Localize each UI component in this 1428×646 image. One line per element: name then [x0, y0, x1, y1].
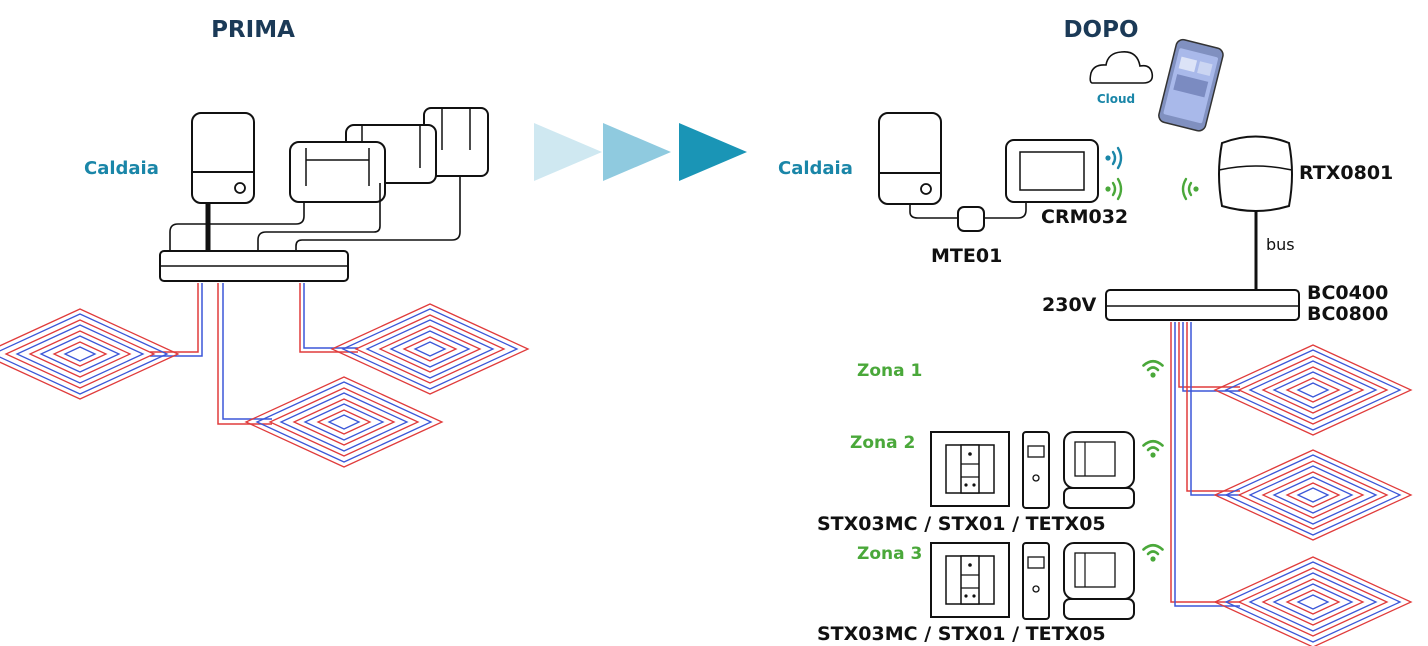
floor-heating-coil-icon [0, 308, 179, 400]
floor-heating-coil-icon [245, 376, 443, 468]
transition-arrows [534, 123, 747, 181]
zone-3-devices [930, 542, 1135, 620]
before-boiler [191, 112, 255, 204]
rtx0801-label: RTX0801 [1299, 162, 1393, 184]
before-boiler-label: Caldaia [84, 158, 159, 179]
wifi-icon [1142, 543, 1164, 563]
zone-2-label: Zona 2 [850, 433, 915, 453]
floor-heating-coil-icon [1214, 344, 1412, 436]
bc-label-2: BC0800 [1307, 303, 1388, 325]
radio-signal-icon [1105, 146, 1123, 170]
floor-heating-coil-icon [331, 303, 529, 395]
bc-label-1: BC0400 [1307, 282, 1388, 304]
bus-label: bus [1266, 235, 1295, 254]
mte01-module [957, 206, 985, 232]
zone-3-label: Zona 3 [857, 544, 922, 564]
zone-3-devices-label: STX03MC / STX01 / TETX05 [817, 623, 1106, 645]
radio-signal-icon [1181, 177, 1199, 201]
crm032-label: CRM032 [1041, 206, 1128, 228]
power-label: 230V [1042, 294, 1097, 316]
wifi-icon [1142, 359, 1164, 379]
before-thermostats [289, 107, 489, 203]
floor-heating-coil-icon [1214, 556, 1412, 646]
floor-heating-coil-icon [1214, 449, 1412, 541]
before-section: PRIMA Caldaia [0, 17, 529, 468]
bc-controller [1105, 289, 1300, 321]
before-title: PRIMA [211, 17, 295, 43]
after-boiler-label: Caldaia [778, 158, 853, 179]
zone-2-devices [930, 431, 1135, 509]
crm032-display [1005, 139, 1099, 203]
cloud-label: Cloud [1097, 92, 1135, 106]
radio-signal-icon [1105, 177, 1123, 201]
wifi-icon [1142, 439, 1164, 459]
smartphone-icon [1158, 38, 1224, 132]
rtx0801-gateway [1218, 135, 1293, 212]
before-manifold [159, 250, 349, 282]
after-boiler [878, 112, 942, 205]
after-title: DOPO [1063, 17, 1138, 43]
zone-1-label: Zona 1 [857, 361, 922, 381]
cloud-icon [1089, 50, 1154, 84]
mte01-label: MTE01 [931, 245, 1002, 267]
zone-2-devices-label: STX03MC / STX01 / TETX05 [817, 513, 1106, 535]
after-section: DOPO Cloud Caldaia MTE01 CRM032 [778, 17, 1412, 646]
